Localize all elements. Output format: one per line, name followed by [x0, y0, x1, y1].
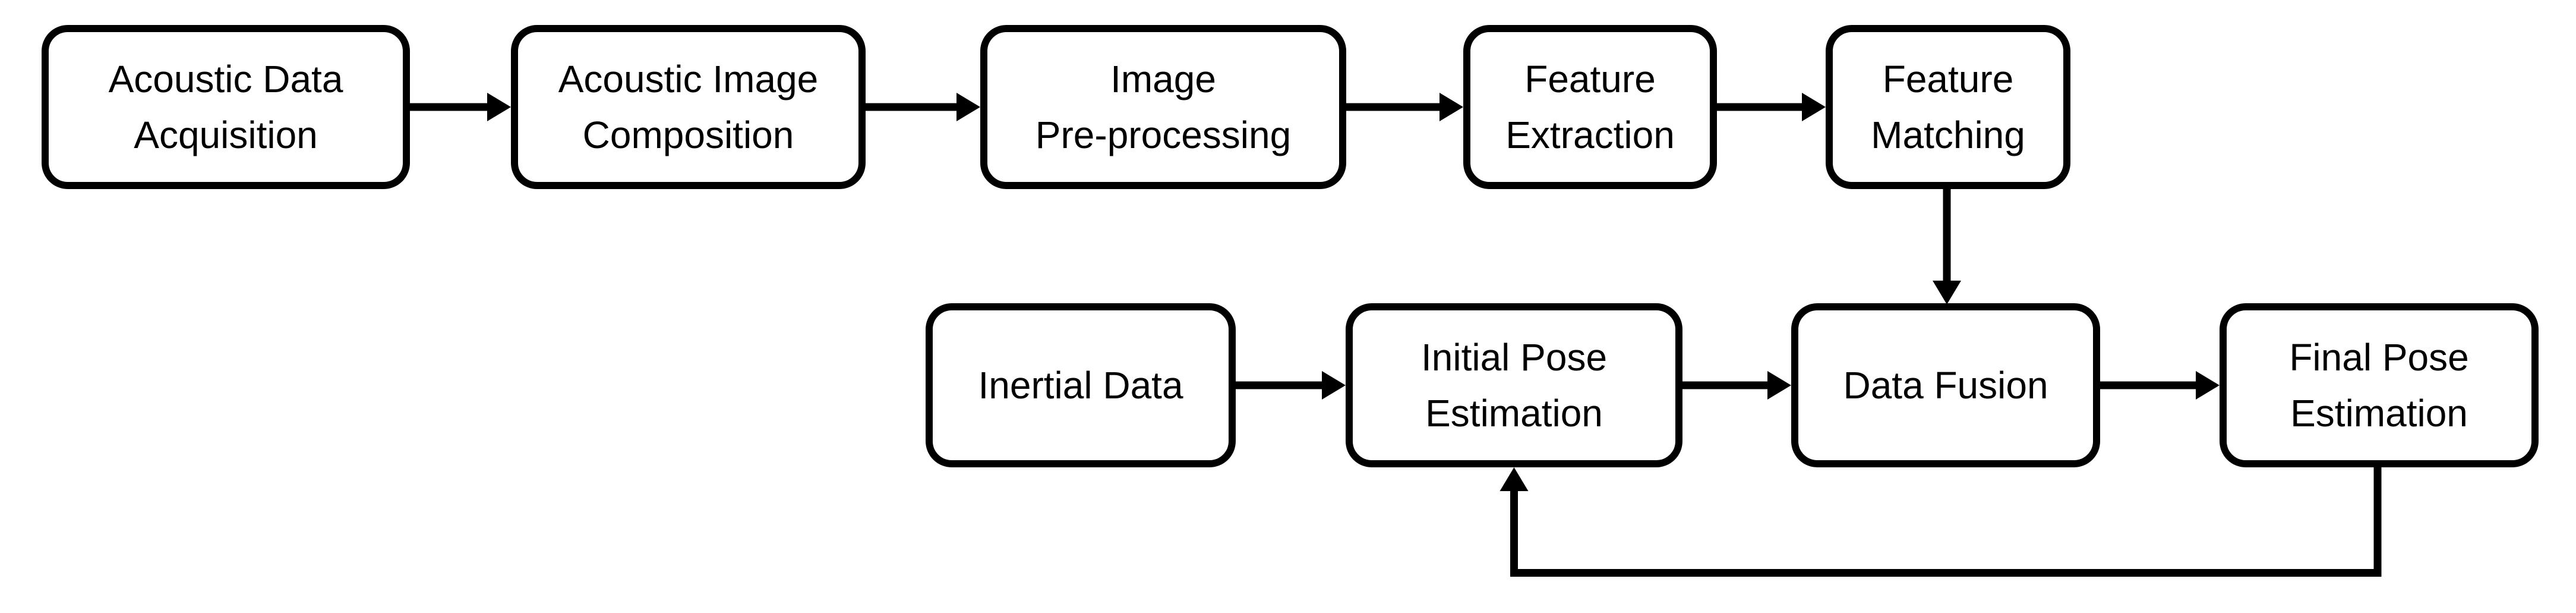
arrowhead-right-icon: [1439, 93, 1463, 121]
node-label-line: Estimation: [2290, 392, 2468, 435]
node-feature-extraction: Feature Extraction: [1463, 25, 1717, 189]
node-label-line: Image: [1110, 58, 1216, 100]
arrowhead-right-icon: [1322, 371, 1346, 400]
node-label-line: Inertial Data: [978, 364, 1183, 407]
arrow-initial-pose-to-data-fusion: [1682, 371, 1791, 400]
node-acoustic-image-composition: Acoustic Image Composition: [511, 25, 866, 189]
arrow-inertial-data-to-initial-pose: [1236, 371, 1346, 400]
node-data-fusion: Data Fusion: [1791, 303, 2100, 467]
arrowhead-right-icon: [1767, 371, 1791, 400]
arrowhead-right-icon: [2196, 371, 2220, 400]
node-label-line: Data Fusion: [1843, 364, 2048, 407]
node-label-line: Pre-processing: [1035, 114, 1292, 156]
node-image-pre-processing: Image Pre-processing: [980, 25, 1346, 189]
node-label-line: Matching: [1871, 114, 2025, 156]
arrow-feature-extraction-to-feature-matching: [1717, 93, 1826, 121]
node-final-pose-estimation: Final Pose Estimation: [2220, 303, 2539, 467]
arrowhead-right-icon: [487, 93, 511, 121]
node-label-line: Estimation: [1425, 392, 1603, 435]
node-feature-matching: Feature Matching: [1826, 25, 2070, 189]
arrowhead-down-icon: [1933, 281, 1961, 304]
arrowhead-right-icon: [1802, 93, 1826, 121]
node-acoustic-data-acquisition: Acoustic Data Acquisition: [42, 25, 410, 189]
arrow-data-fusion-to-final-pose: [2100, 371, 2220, 400]
node-label-line: Feature: [1882, 58, 2014, 100]
arrow-feedback-final-pose-to-initial-pose: [1499, 464, 2382, 577]
arrow-feature-matching-to-data-fusion: [1933, 189, 1961, 304]
arrow-acoustic-image-to-image-preprocessing: [866, 93, 980, 121]
arrowhead-up-icon: [1499, 467, 1529, 491]
node-label-line: Feature: [1524, 58, 1656, 100]
arrowhead-right-icon: [956, 93, 980, 121]
arrow-image-preprocessing-to-feature-extraction: [1346, 93, 1463, 121]
node-label-line: Initial Pose: [1420, 336, 1608, 379]
node-initial-pose-estimation: Initial Pose Estimation: [1346, 303, 1682, 467]
node-label-line: Final Pose: [2289, 336, 2469, 379]
arrow-acoustic-data-to-acoustic-image: [410, 93, 511, 121]
node-label-line: Acoustic Data: [108, 58, 343, 100]
node-label-line: Acquisition: [134, 114, 318, 156]
node-label-line: Composition: [582, 114, 794, 156]
node-label-line: Acoustic Image: [558, 58, 819, 100]
node-label-line: Extraction: [1505, 114, 1675, 156]
node-inertial-data: Inertial Data: [926, 303, 1236, 467]
